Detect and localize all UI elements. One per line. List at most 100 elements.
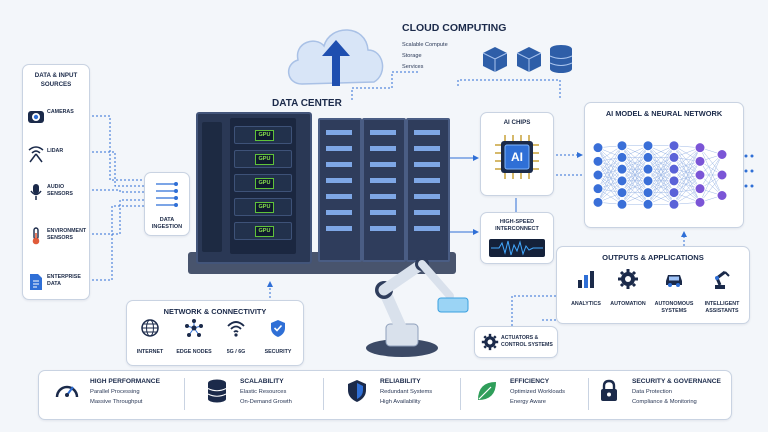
feature-line: On-Demand Growth [240,399,292,405]
data-sources-panel: DATA & INPUT SOURCES [22,64,90,300]
nn-node [592,169,604,181]
document-icon [30,274,42,290]
network-5g: 5G / 6G [214,318,258,355]
network-label: INTERNET [136,349,164,355]
feature-line: Energy Aware [510,399,546,405]
robot-arm-illustration [366,257,469,357]
nn-node [668,187,680,199]
nn-edge [647,168,675,205]
nn-edge [699,174,723,203]
ai-chips-title: AI CHIPS [503,119,531,126]
nn-node [592,142,604,154]
nn-edge [597,161,623,205]
gear-icon [481,333,499,351]
source-label: CAMERAS [47,109,74,115]
nn-node [642,187,654,199]
source-label: ENTERPRISE [47,274,81,280]
ingestion-label-2: INGESTION [151,224,183,230]
nn-edge [673,147,701,182]
feature-line: Elastic Resources [240,389,287,395]
camera-icon [28,111,44,123]
nn-edge [673,147,701,170]
nn-edge [673,161,701,193]
ai-chip-text: AI [511,150,523,164]
network-title: NETWORK & CONNECTIVITY [163,307,267,316]
output-label-2: ASSISTANTS [705,308,739,314]
divider [588,378,589,410]
shield-check-icon [271,320,285,337]
feature-title: RELIABILITY [380,378,421,385]
output-label-2: SYSTEMS [661,308,687,314]
ai-chip-icon [495,135,539,179]
nn-edge [647,145,675,170]
nn-edge [699,154,723,203]
source-label-2: DATA [47,281,61,287]
nn-edge [647,180,675,205]
nn-edge [621,145,649,170]
feature-title: SECURITY & GOVERNANCE [632,378,721,385]
feature-reliability: RELIABILITY Redundant Systems High Avail… [344,374,484,414]
waveform-icon [489,239,545,257]
nn-edge [597,161,623,193]
network-label: EDGE NODES [176,349,212,355]
nn-edge [597,157,623,189]
feature-title: HIGH PERFORMANCE [90,378,160,385]
actuators-label-2: CONTROL SYSTEMS [501,342,553,348]
source-label-2: SENSORS [47,191,73,197]
nn-edge [597,147,623,182]
nn-node [668,140,680,152]
nn-node [668,175,680,187]
nn-node [592,183,604,195]
feature-line: Redundant Systems [380,389,433,395]
database-icon [549,45,573,73]
source-label-2: SENSORS [47,235,73,241]
divider [184,378,185,410]
ingestion-label-1: DATA [159,217,175,223]
nn-edge [673,161,701,205]
leaf-icon [478,382,496,400]
nn-node [616,198,628,210]
neural-title: AI MODEL & NEURAL NETWORK [605,109,723,118]
nn-node [694,142,706,154]
microphone-icon [30,184,42,200]
wifi-icon [227,321,245,337]
feature-line: Parallel Processing [90,389,140,395]
feature-line: High Availability [380,399,421,405]
gpu-unit: GPU [234,126,292,144]
interconnect-label-1: HIGH-SPEED [499,219,535,225]
nn-edge [673,145,701,189]
gpu-unit: GPU [234,174,292,192]
data-center-title: DATA CENTER [272,98,342,109]
nn-node [694,155,706,167]
speedometer-icon [55,385,79,398]
nn-edge [647,145,675,182]
gpu-label: GPU [255,202,274,213]
server-rack [406,118,450,262]
nn-node [668,151,680,163]
nn-edge [647,145,675,193]
nn-edge [647,157,675,205]
gpu-unit: GPU [234,222,292,240]
cloud-upload-icon [288,29,384,86]
nn-node [716,169,728,181]
nn-node [616,151,628,163]
interconnect-box: HIGH-SPEED INTERCONNECT [480,212,554,264]
nn-node [616,175,628,187]
nn-node [642,175,654,187]
server-rack [318,118,362,262]
divider [460,378,461,410]
feature-efficiency: EFFICIENCY Optimized Workloads Energy Aw… [474,374,614,414]
data-ingestion-box: DATA INGESTION [144,172,190,236]
network-edge-nodes: EDGE NODES [172,318,216,355]
output-label: AUTONOMOUS [654,301,694,307]
nn-edge [621,157,649,205]
gear-icon [618,269,638,289]
nn-edge [597,147,623,193]
network-label: 5G / 6G [226,349,246,355]
feature-scalability: SCALABILITY Elastic Resources On-Demand … [204,374,344,414]
gpu-label: GPU [255,130,274,141]
nn-edge [597,168,623,203]
